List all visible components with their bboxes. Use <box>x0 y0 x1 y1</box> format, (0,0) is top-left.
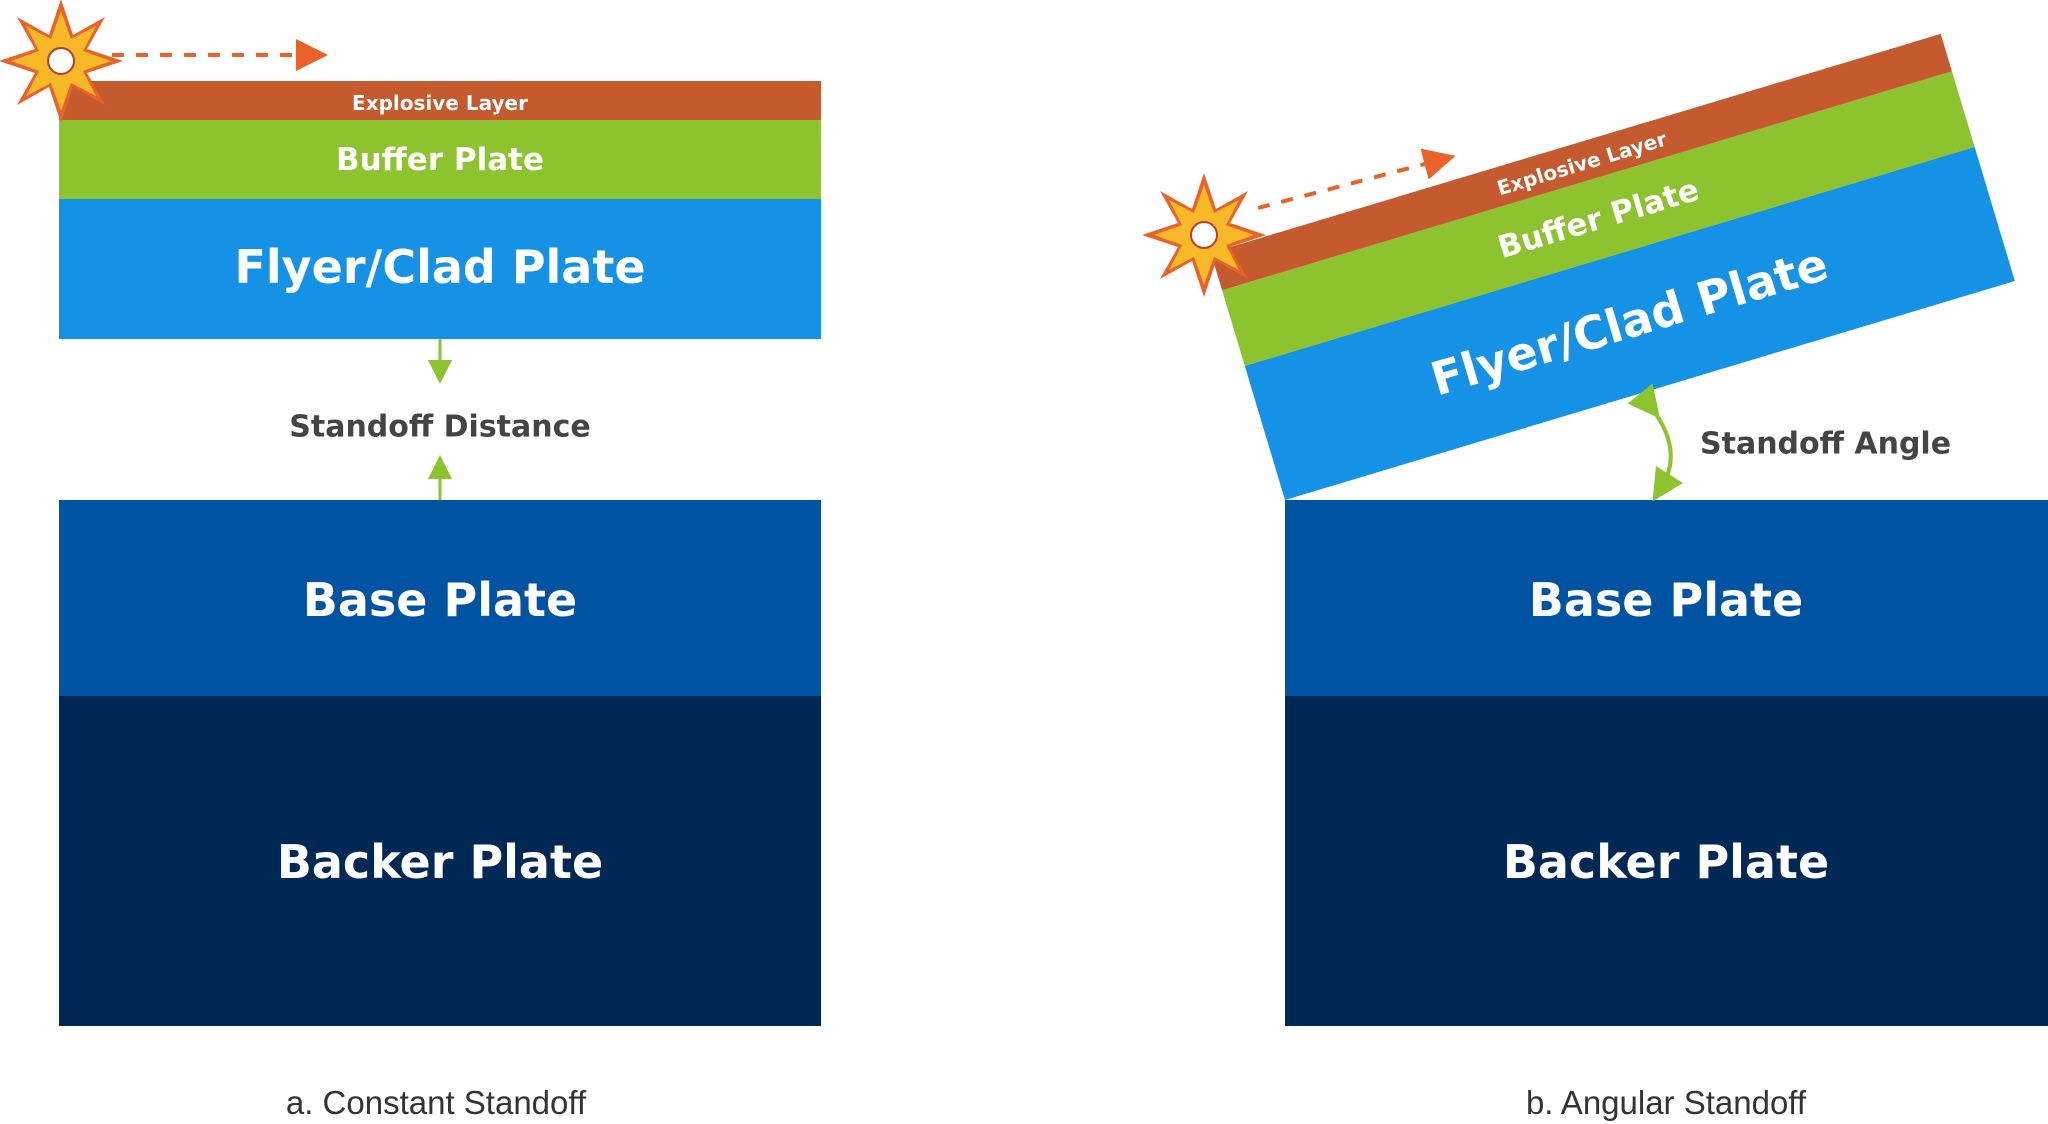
buffer-plate <box>59 120 821 199</box>
tilted-plate-assembly: Flyer/Clad Plate Buffer Plate Explosive … <box>1210 33 2015 500</box>
base-plate <box>59 500 821 696</box>
backer-plate-label: Backer Plate <box>277 835 603 889</box>
explosive-layer <box>59 81 821 120</box>
backer-plate <box>59 696 821 1026</box>
flyer-plate <box>59 199 821 339</box>
backer-plate-label: Backer Plate <box>1503 835 1829 889</box>
caption-a: a. Constant Standoff <box>286 1084 587 1121</box>
flyer-plate <box>1244 146 2015 500</box>
detonation-star-icon <box>0 0 124 124</box>
base-plate <box>1285 500 2048 696</box>
buffer-plate-label: Buffer Plate <box>336 142 544 178</box>
flyer-plate-label: Flyer/Clad Plate <box>234 240 645 294</box>
panel-angular-standoff: Base Plate Backer Plate Flyer/Clad Plate… <box>1141 33 2048 1121</box>
base-plate-label: Base Plate <box>303 573 577 627</box>
buffer-plate <box>1222 71 1975 366</box>
explosive-layer-label: Explosive Layer <box>352 91 528 115</box>
panel-constant-standoff: Explosive Layer Buffer Plate Flyer/Clad … <box>0 0 821 1121</box>
explosive-layer <box>1210 33 1952 291</box>
caption-b: b. Angular Standoff <box>1526 1084 1807 1121</box>
standoff-distance-label: Standoff Distance <box>289 410 591 445</box>
detonation-star-icon <box>1141 172 1267 298</box>
backer-plate <box>1285 696 2048 1026</box>
standoff-angle-arc-icon <box>1627 383 1684 502</box>
standoff-angle-label: Standoff Angle <box>1700 427 1951 462</box>
base-plate-label: Base Plate <box>1529 573 1803 627</box>
detonation-direction-arrow <box>1257 148 1456 210</box>
